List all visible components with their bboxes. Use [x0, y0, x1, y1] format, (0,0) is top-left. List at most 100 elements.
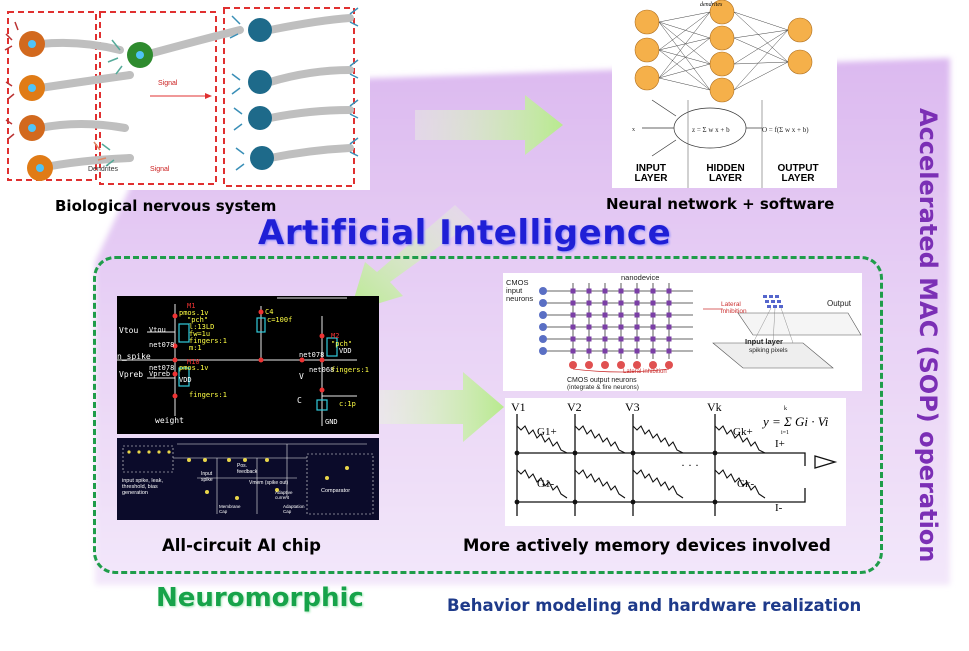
crossbar-node [618, 324, 624, 330]
crossbar-node [666, 336, 672, 342]
biological-caption: Biological nervous system [55, 197, 277, 215]
schematic-input-spike: Input spike [201, 471, 213, 483]
schematic-left-text: input spike, leak, threshold, bias gener… [122, 478, 163, 496]
memory-crossbar-image: V1 V2 V3 Vk G1+ Gk+ G1- Gk- I+ I- · · · … [505, 398, 846, 526]
mem-gkm: Gk- [737, 478, 755, 490]
bio-dendrites-label: Dendrites [88, 166, 118, 173]
crossbar-node [666, 348, 672, 354]
crossbar-node [586, 312, 592, 318]
artificial-intelligence-title: Artificial Intelligence [258, 213, 672, 253]
crossbar-output: Output [827, 299, 852, 308]
mem-g1p: G1+ [537, 426, 557, 438]
crossbar-node [666, 300, 672, 306]
bio-signal-label: Signal [158, 80, 178, 87]
crossbar-cmos-output-2: (integrate & fire neurons) [567, 384, 639, 391]
schematic-vmem: Vmem (spike out) [249, 480, 289, 486]
nn-output-layer-label: OUTPUT LAYER [777, 163, 819, 184]
mem-gkp: Gk+ [733, 426, 753, 438]
arrow-right-bottom [378, 372, 504, 442]
crossbar-node [650, 336, 656, 342]
mem-iminus: I- [775, 502, 783, 514]
circuit-image: Vtou Vtou n_spike Vpreb Vpreb weight M1 … [117, 296, 379, 434]
crossbar-node [602, 300, 608, 306]
mem-dots: · · · [681, 458, 699, 472]
neural-network-caption: Neural network + software [606, 195, 835, 213]
crossbar-node [570, 336, 576, 342]
arrow-right-top [415, 95, 563, 155]
nn-dendrites-label: dendrites [700, 2, 723, 8]
mem-formula: y = Σ Gi · Vi [763, 414, 829, 429]
neuromorphic-frame [93, 256, 883, 574]
crossbar-node [570, 312, 576, 318]
crossbar-node [586, 300, 592, 306]
mem-v1: V1 [511, 400, 526, 414]
crossbar-image: CMOS input neurons nanodevice Lateral in… [503, 273, 862, 391]
crossbar-node [650, 324, 656, 330]
crossbar-node [618, 288, 624, 294]
neural-network-image: z = Σ w x + b O = f(Σ w x + b) x dendrit… [612, 0, 837, 188]
nn-input-layer-label: INPUT LAYER [634, 163, 668, 184]
accelerated-mac-label: Accelerated MAC (SOP) operation [914, 108, 942, 563]
crossbar-node [586, 288, 592, 294]
svg-text:O = f(Σ w x + b): O = f(Σ w x + b) [762, 126, 809, 134]
mem-formula-lim: i=1 [781, 430, 790, 436]
crossbar-node [634, 324, 640, 330]
mem-v3: V3 [625, 400, 640, 414]
crossbar-node [650, 348, 656, 354]
crossbar-lateral-2: Lateral inhibition [721, 301, 747, 315]
crossbar-node [602, 324, 608, 330]
crossbar-node [618, 300, 624, 306]
mem-g1m: G1- [537, 478, 555, 490]
crossbar-node [570, 288, 576, 294]
crossbar-node [650, 300, 656, 306]
memory-devices-caption: More actively memory devices involved [463, 536, 831, 555]
schematic-image: input spike, leak, threshold, bias gener… [117, 438, 379, 520]
schematic-adaptation: Adaptation Cap [283, 504, 305, 514]
nn-hidden-layer-label: HIDDEN LAYER [706, 163, 745, 184]
crossbar-node [666, 312, 672, 318]
crossbar-nanodevice: nanodevice [621, 273, 660, 282]
crossbar-node [618, 348, 624, 354]
crossbar-cmos-input: CMOS input neurons [506, 278, 534, 303]
mem-formula-top: k [784, 406, 787, 412]
crossbar-node [602, 336, 608, 342]
mem-iplus: I+ [775, 438, 785, 450]
crossbar-node [650, 312, 656, 318]
svg-text:z = Σ w x + b: z = Σ w x + b [692, 126, 730, 134]
crossbar-node [586, 324, 592, 330]
crossbar-node [586, 348, 592, 354]
schematic-pos-feedback: Pos. feedback [237, 463, 258, 475]
neuromorphic-title: Neuromorphic [156, 583, 364, 613]
crossbar-lateral: Lateral inhibition [623, 369, 667, 375]
mem-vk: Vk [707, 400, 722, 414]
schematic-adaptive: Adaptive current [275, 490, 293, 500]
crossbar-node [570, 300, 576, 306]
biological-image: Signal Signal Dendrites [0, 0, 370, 190]
crossbar-node [634, 300, 640, 306]
bio-signal-label-2: Signal [150, 166, 170, 173]
crossbar-node [602, 312, 608, 318]
crossbar-cmos-output: CMOS output neurons [567, 377, 637, 384]
crossbar-input-layer: Input layer [745, 337, 783, 346]
crossbar-node [602, 348, 608, 354]
crossbar-node [618, 312, 624, 318]
crossbar-node [634, 312, 640, 318]
circuit-left-text: Vtou Vtou n_spike Vpreb Vpreb weight M1 … [117, 302, 369, 426]
crossbar-node [618, 336, 624, 342]
crossbar-node [570, 348, 576, 354]
crossbar-node [634, 348, 640, 354]
crossbar-node [666, 324, 672, 330]
schematic-comparator: Comparator [321, 488, 351, 494]
crossbar-node [602, 288, 608, 294]
crossbar-spiking-pixels: spiking pixels [749, 347, 788, 354]
crossbar-node [634, 336, 640, 342]
svg-text:x: x [632, 127, 635, 133]
crossbar-node [586, 336, 592, 342]
crossbar-node [650, 288, 656, 294]
crossbar-node [570, 324, 576, 330]
crossbar-node [666, 288, 672, 294]
schematic-membrane: Membrane Cap [219, 504, 241, 514]
behavior-caption: Behavior modeling and hardware realizati… [447, 596, 862, 615]
all-circuit-caption: All-circuit AI chip [162, 536, 321, 555]
mem-v2: V2 [567, 400, 582, 414]
